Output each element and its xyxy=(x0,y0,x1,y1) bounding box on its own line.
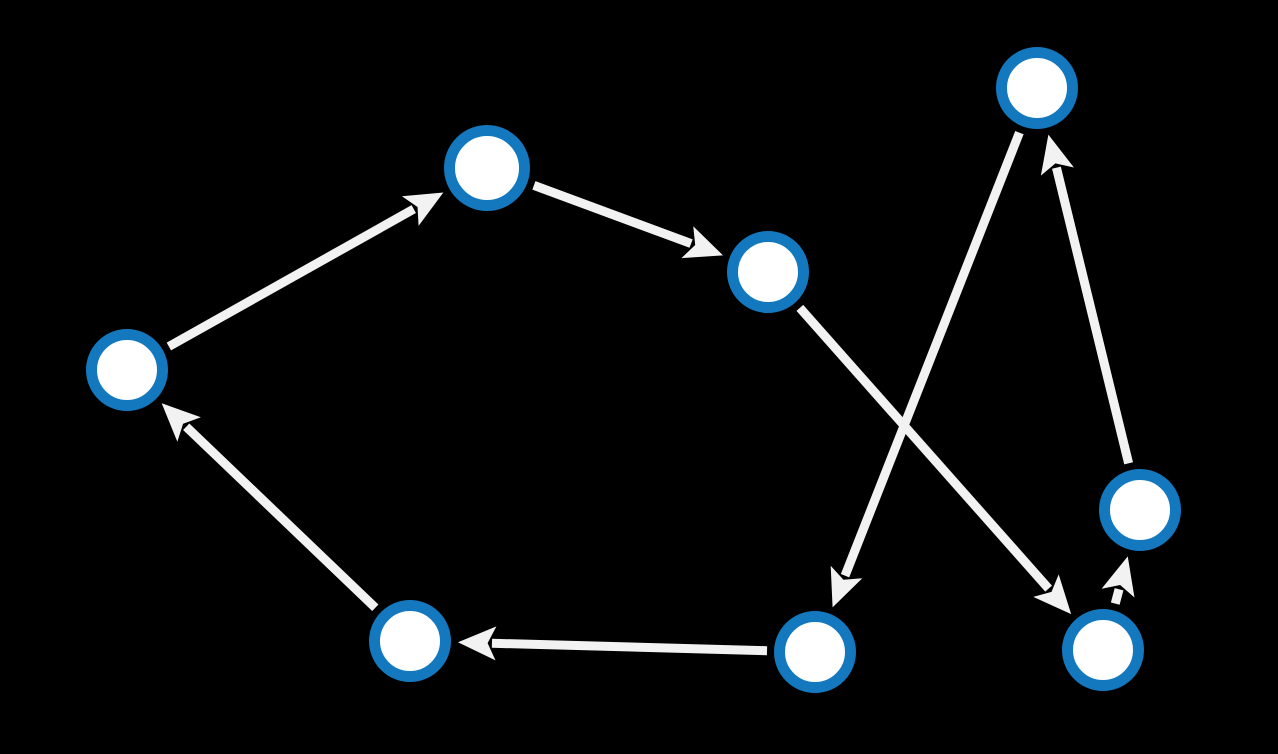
edge-upper-middle-to-bottom-right-arrowhead-icon xyxy=(1033,574,1072,615)
edge-upper-left-to-upper-middle-arrowhead-icon xyxy=(681,226,723,259)
node-bottom-right-circle[interactable] xyxy=(1062,609,1144,691)
edge-upper-left-to-upper-middle-line xyxy=(532,181,693,248)
node-right-middle-circle[interactable] xyxy=(1099,469,1181,551)
edge-left-to-upper-left-arrowhead-icon xyxy=(401,192,444,226)
edge-left-to-upper-left-line xyxy=(166,205,416,351)
node-bottom-middle-circle[interactable] xyxy=(774,611,856,693)
edge-bottom-right-to-right-middle-line xyxy=(1110,588,1124,605)
edge-bottom-left-to-left-line xyxy=(183,423,379,612)
edge-left-to-upper-left[interactable] xyxy=(166,192,444,351)
node-layer xyxy=(86,47,1181,693)
edge-bottom-left-to-left-arrowhead-icon xyxy=(161,403,201,442)
node-bottom-left-circle[interactable] xyxy=(369,600,451,682)
edge-right-middle-to-top-right-arrowhead-icon xyxy=(1040,134,1074,176)
edge-upper-middle-to-bottom-right[interactable] xyxy=(796,304,1072,615)
edge-layer xyxy=(161,131,1135,661)
edge-top-right-to-bottom-middle-arrowhead-icon xyxy=(830,565,863,608)
node-bottom-middle[interactable] xyxy=(774,611,856,693)
node-bottom-left[interactable] xyxy=(369,600,451,682)
node-upper-left[interactable] xyxy=(444,125,530,211)
node-upper-left-circle[interactable] xyxy=(444,125,530,211)
edge-bottom-middle-to-bottom-left[interactable] xyxy=(457,626,768,661)
edge-upper-left-to-upper-middle[interactable] xyxy=(532,181,723,259)
edge-bottom-right-to-right-middle[interactable] xyxy=(1101,556,1135,605)
node-upper-middle-circle[interactable] xyxy=(727,231,809,313)
edge-top-right-to-bottom-middle[interactable] xyxy=(830,131,1024,608)
edge-bottom-left-to-left[interactable] xyxy=(161,403,379,612)
node-left-circle[interactable] xyxy=(86,329,168,411)
node-top-right[interactable] xyxy=(996,47,1078,129)
node-top-right-circle[interactable] xyxy=(996,47,1078,129)
edge-right-middle-to-top-right[interactable] xyxy=(1040,134,1133,465)
edge-bottom-middle-to-bottom-left-arrowhead-icon xyxy=(457,626,497,661)
node-upper-middle[interactable] xyxy=(727,231,809,313)
edge-top-right-to-bottom-middle-line xyxy=(840,131,1024,578)
node-right-middle[interactable] xyxy=(1099,469,1181,551)
edge-right-middle-to-top-right-line xyxy=(1052,166,1133,465)
edge-bottom-right-to-right-middle-arrowhead-icon xyxy=(1101,556,1135,598)
node-bottom-right[interactable] xyxy=(1062,609,1144,691)
edge-bottom-middle-to-bottom-left-line xyxy=(491,638,768,656)
node-left[interactable] xyxy=(86,329,168,411)
edge-upper-middle-to-bottom-right-line xyxy=(796,304,1052,592)
